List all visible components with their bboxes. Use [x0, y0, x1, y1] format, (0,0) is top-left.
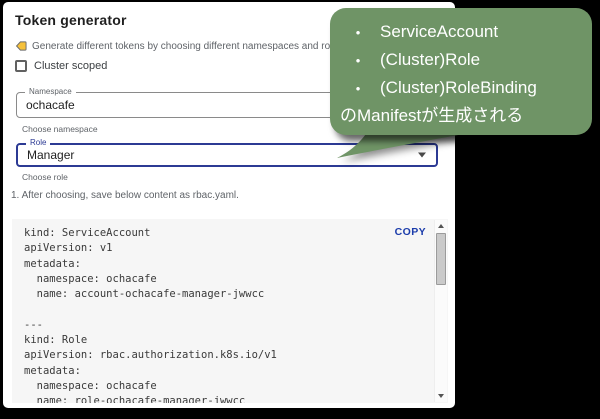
bullet-icon: •	[355, 52, 361, 68]
tag-icon	[15, 41, 27, 51]
cluster-scoped-row[interactable]: Cluster scoped	[15, 60, 107, 72]
role-value: Manager	[27, 148, 75, 162]
scrollbar-thumb[interactable]	[436, 233, 446, 285]
callout-text: ServiceAccount	[380, 22, 499, 41]
page-title: Token generator	[15, 12, 127, 28]
scroll-up-icon[interactable]	[435, 220, 448, 232]
namespace-label: Namespace	[25, 87, 76, 97]
chevron-down-icon[interactable]	[418, 152, 426, 158]
namespace-value: ochacafe	[26, 98, 75, 112]
yaml-code-panel: kind: ServiceAccount apiVersion: v1 meta…	[12, 219, 448, 403]
callout-footer: のManifestが生成される	[340, 106, 524, 125]
hint-row: Generate different tokens by choosing di…	[15, 40, 346, 52]
copy-button[interactable]: COPY	[394, 226, 426, 238]
callout-item: • (Cluster)RoleBinding	[352, 74, 582, 102]
role-label: Role	[26, 138, 51, 148]
callout-text: (Cluster)Role	[380, 50, 481, 69]
callout-bubble: • ServiceAccount • (Cluster)Role • (Clus…	[330, 8, 592, 135]
step-instruction: 1. After choosing, save below content as…	[11, 190, 239, 201]
bullet-icon: •	[355, 24, 361, 40]
hint-text: Generate different tokens by choosing di…	[32, 40, 346, 52]
yaml-content: kind: ServiceAccount apiVersion: v1 meta…	[24, 227, 277, 403]
callout-item: • ServiceAccount	[352, 18, 582, 46]
callout-text: (Cluster)RoleBinding	[380, 78, 537, 97]
callout-item: • (Cluster)Role	[352, 46, 582, 74]
cluster-scoped-checkbox[interactable]	[15, 60, 27, 72]
code-scrollbar[interactable]	[434, 220, 447, 402]
scroll-down-icon[interactable]	[435, 390, 448, 402]
namespace-helper: Choose namespace	[22, 124, 98, 134]
bullet-icon: •	[355, 80, 361, 96]
cluster-scoped-label: Cluster scoped	[34, 60, 108, 72]
role-helper: Choose role	[22, 172, 68, 182]
